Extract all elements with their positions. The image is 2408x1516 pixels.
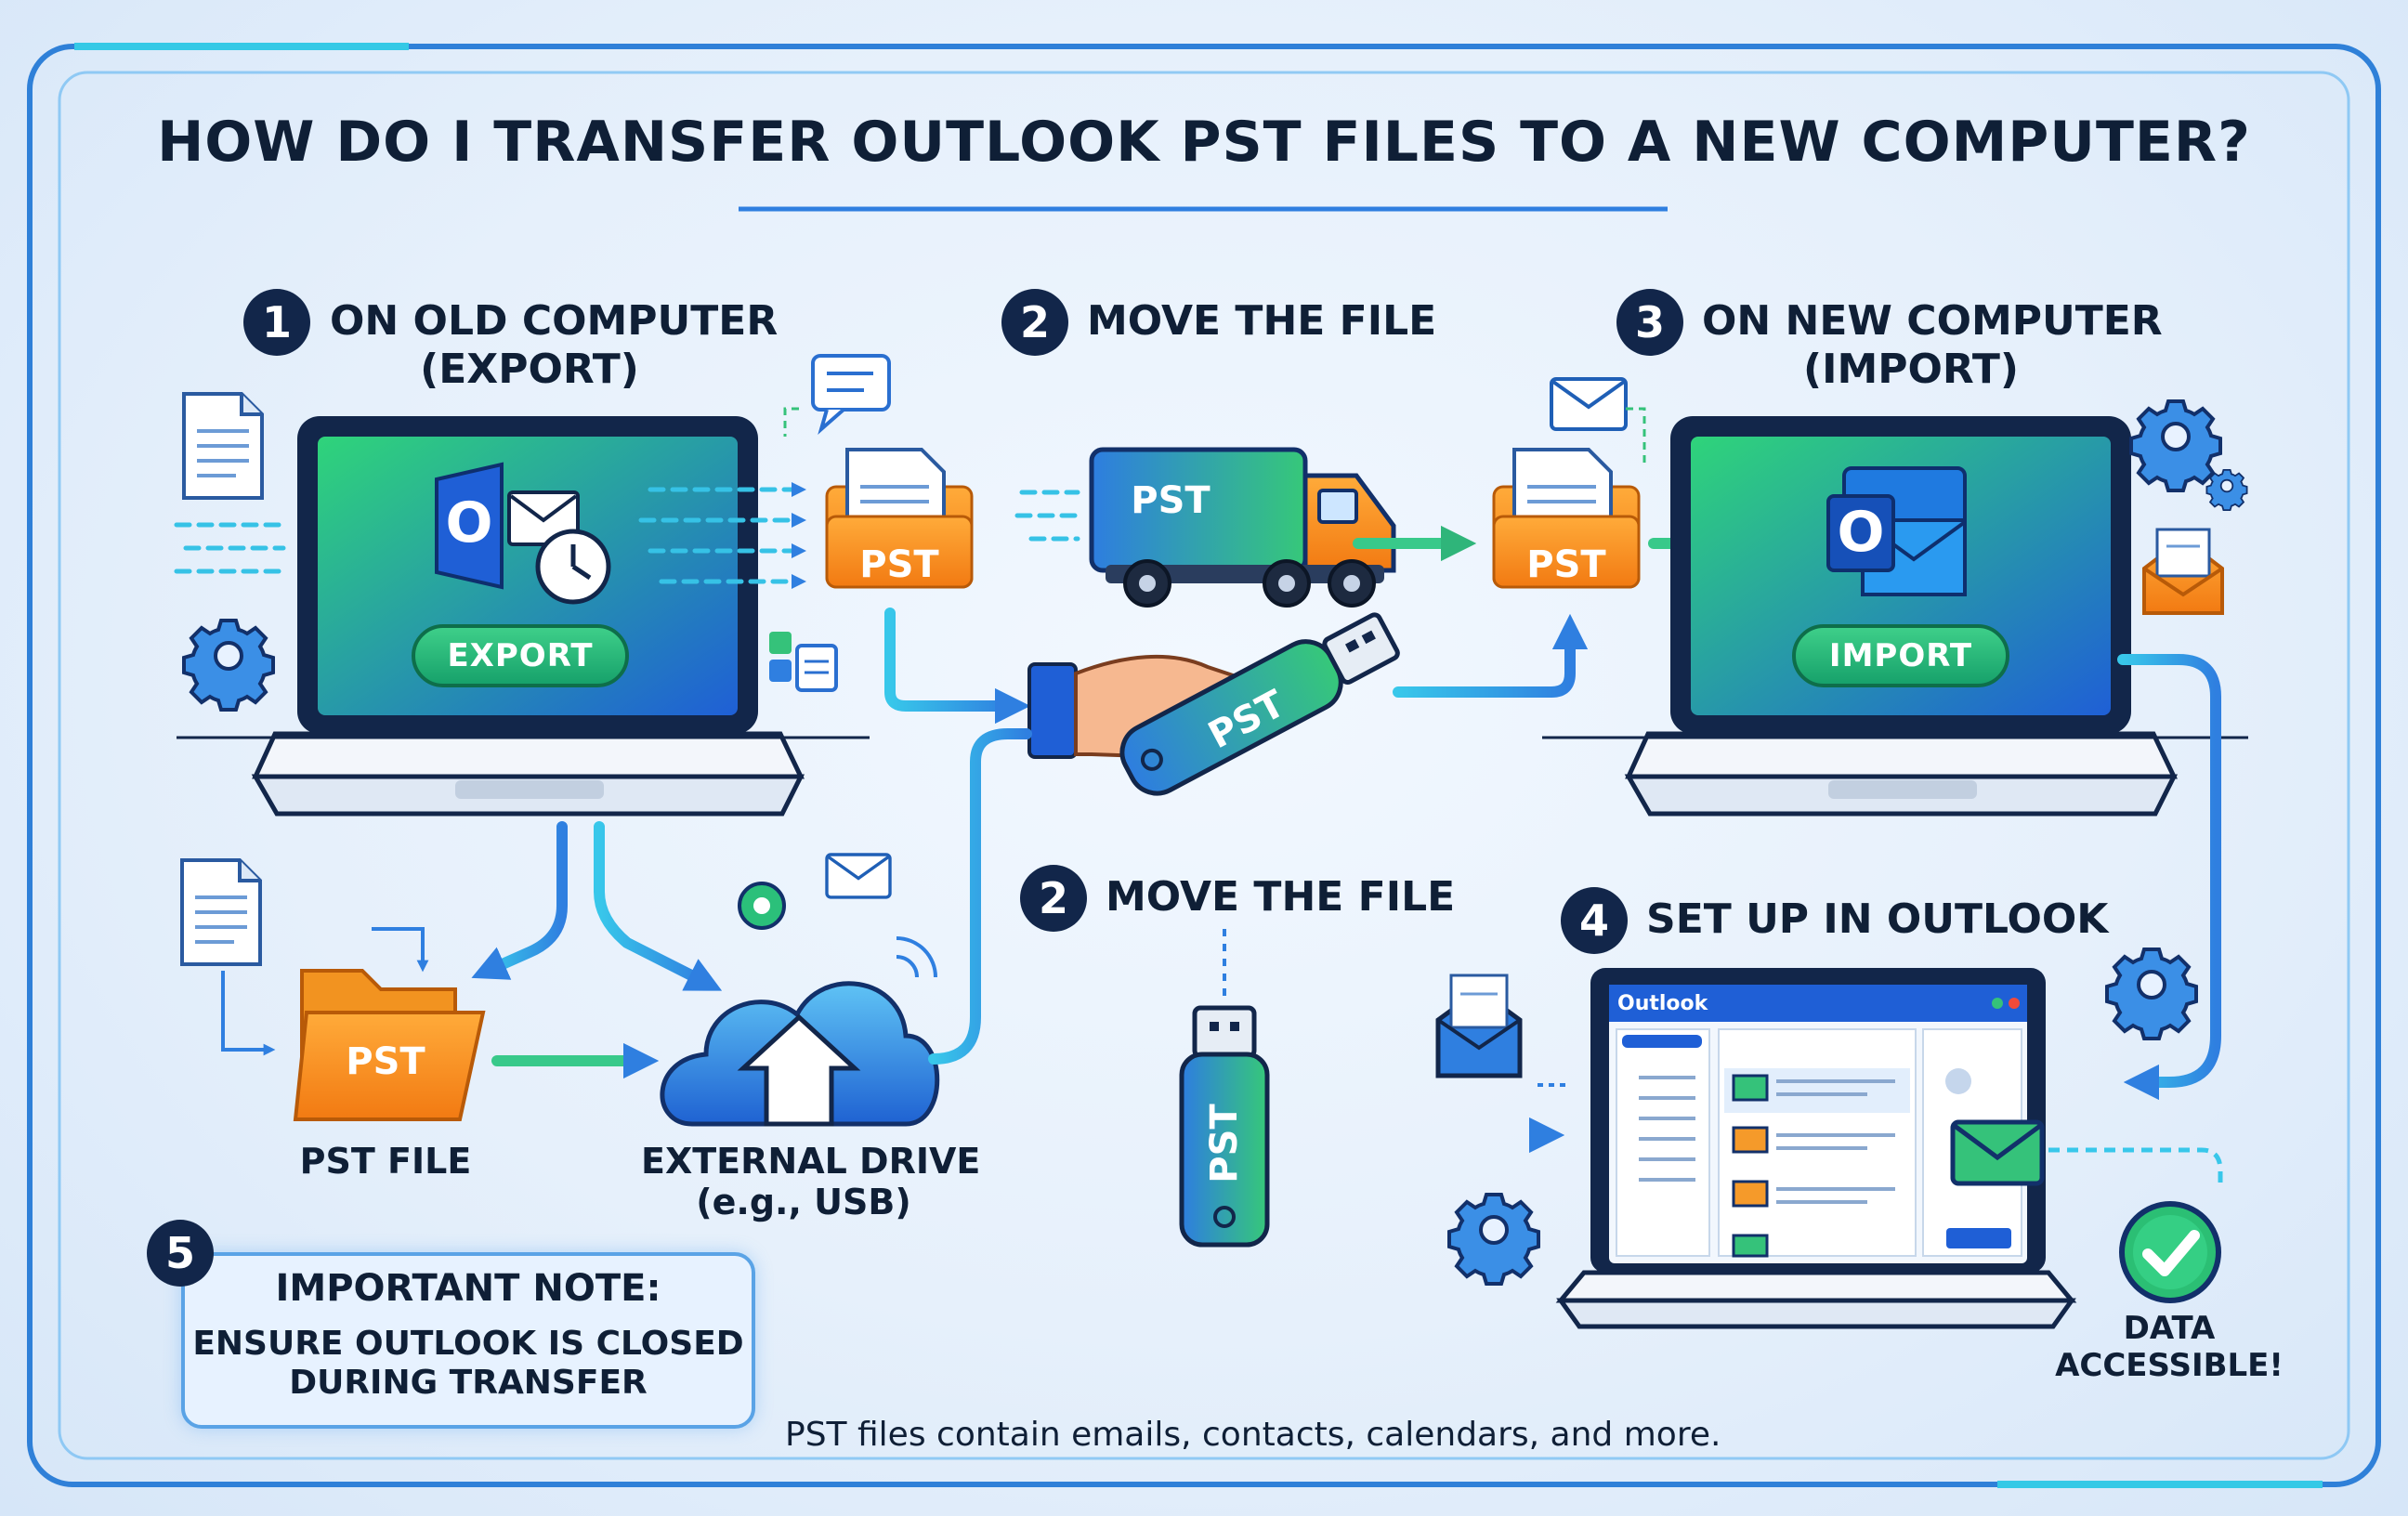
step-1-subtitle: (EXPORT) — [420, 346, 639, 393]
outlook-laptop-icon — [1555, 968, 2077, 1329]
export-button-shape — [412, 624, 629, 687]
folder-pst-label: PST — [346, 1040, 425, 1083]
step-3-number: 3 — [1616, 289, 1683, 356]
green-envelope-icon — [1950, 1119, 2045, 1186]
page-title: HOW DO I TRANSFER OUTLOOK PST FILES TO A… — [157, 110, 2251, 175]
step-1-title: ON OLD COMPUTER — [330, 297, 779, 345]
step-4-number: 4 — [1561, 887, 1628, 954]
data-accessible-line2: ACCESSIBLE! — [2055, 1347, 2284, 1384]
data-accessible-line1: DATA — [2123, 1310, 2216, 1347]
outlook-logo-icon-import — [1826, 466, 1967, 596]
gear-icon-5 — [1447, 1193, 1540, 1286]
import-button: IMPORT — [1828, 637, 1973, 674]
import-button-shape — [1792, 624, 2009, 687]
note-line-1: ENSURE OUTLOOK IS CLOSED — [192, 1325, 744, 1363]
truck-icon — [1089, 447, 1396, 608]
cloud-upload-icon — [660, 981, 940, 1127]
truck-pst-label: PST — [1131, 479, 1211, 522]
outlook-letter: O — [445, 490, 493, 555]
pst-file-caption: PST FILE — [299, 1141, 472, 1182]
lightbulb-icon — [738, 882, 786, 930]
outlook-letter-import: O — [1837, 500, 1885, 565]
gear-icon — [182, 619, 275, 712]
step-2-title: MOVE THE FILE — [1087, 297, 1437, 345]
folder-icon — [293, 969, 486, 1121]
step-1-number: 1 — [243, 289, 310, 356]
document-icon — [182, 392, 264, 500]
important-note-box — [181, 1252, 755, 1429]
footnote: PST files contain emails, contacts, cale… — [785, 1416, 1721, 1454]
envelope-icon-3 — [1435, 974, 1523, 1078]
pst-label: PST — [859, 543, 939, 586]
checkmark-icon — [2119, 1201, 2221, 1303]
envelope-icon — [1550, 377, 1628, 431]
step-4-title: SET UP IN OUTLOOK — [1646, 895, 2109, 943]
open-envelope-icon — [2142, 528, 2224, 615]
step-2-number: 2 — [1001, 289, 1068, 356]
step-3-subtitle: (IMPORT) — [1803, 346, 2019, 393]
pst-label-import: PST — [1526, 543, 1606, 586]
step-2b-title: MOVE THE FILE — [1106, 873, 1456, 921]
gear-icon-3 — [2205, 468, 2248, 511]
step-2b-number: 2 — [1020, 865, 1087, 932]
gear-icon-4 — [2105, 948, 2198, 1040]
clock-icon — [535, 529, 611, 605]
step-5-number: 5 — [147, 1220, 214, 1287]
outlook-window-title: Outlook — [1617, 992, 1708, 1015]
vertical-usb-pst-label: PST — [1203, 1104, 1246, 1183]
usb-drive-icon-2 — [1179, 1005, 1270, 1248]
usb-drive-icon — [1119, 612, 1400, 796]
envelope-icon-2 — [825, 853, 892, 899]
note-line-2: DURING TRANSFER — [289, 1364, 648, 1402]
document-icon-2 — [180, 858, 262, 966]
wifi-icon — [896, 936, 937, 978]
step-3-title: ON NEW COMPUTER — [1702, 297, 2163, 345]
export-button: EXPORT — [447, 637, 594, 674]
external-drive-caption: EXTERNAL DRIVE — [641, 1141, 981, 1182]
app-tiles-icon — [769, 632, 838, 692]
chat-icon — [811, 354, 891, 435]
gear-icon-2 — [2129, 399, 2222, 492]
old-laptop-icon — [177, 416, 870, 817]
external-drive-example: (e.g., USB) — [696, 1182, 911, 1222]
note-heading: IMPORTANT NOTE: — [275, 1267, 661, 1310]
